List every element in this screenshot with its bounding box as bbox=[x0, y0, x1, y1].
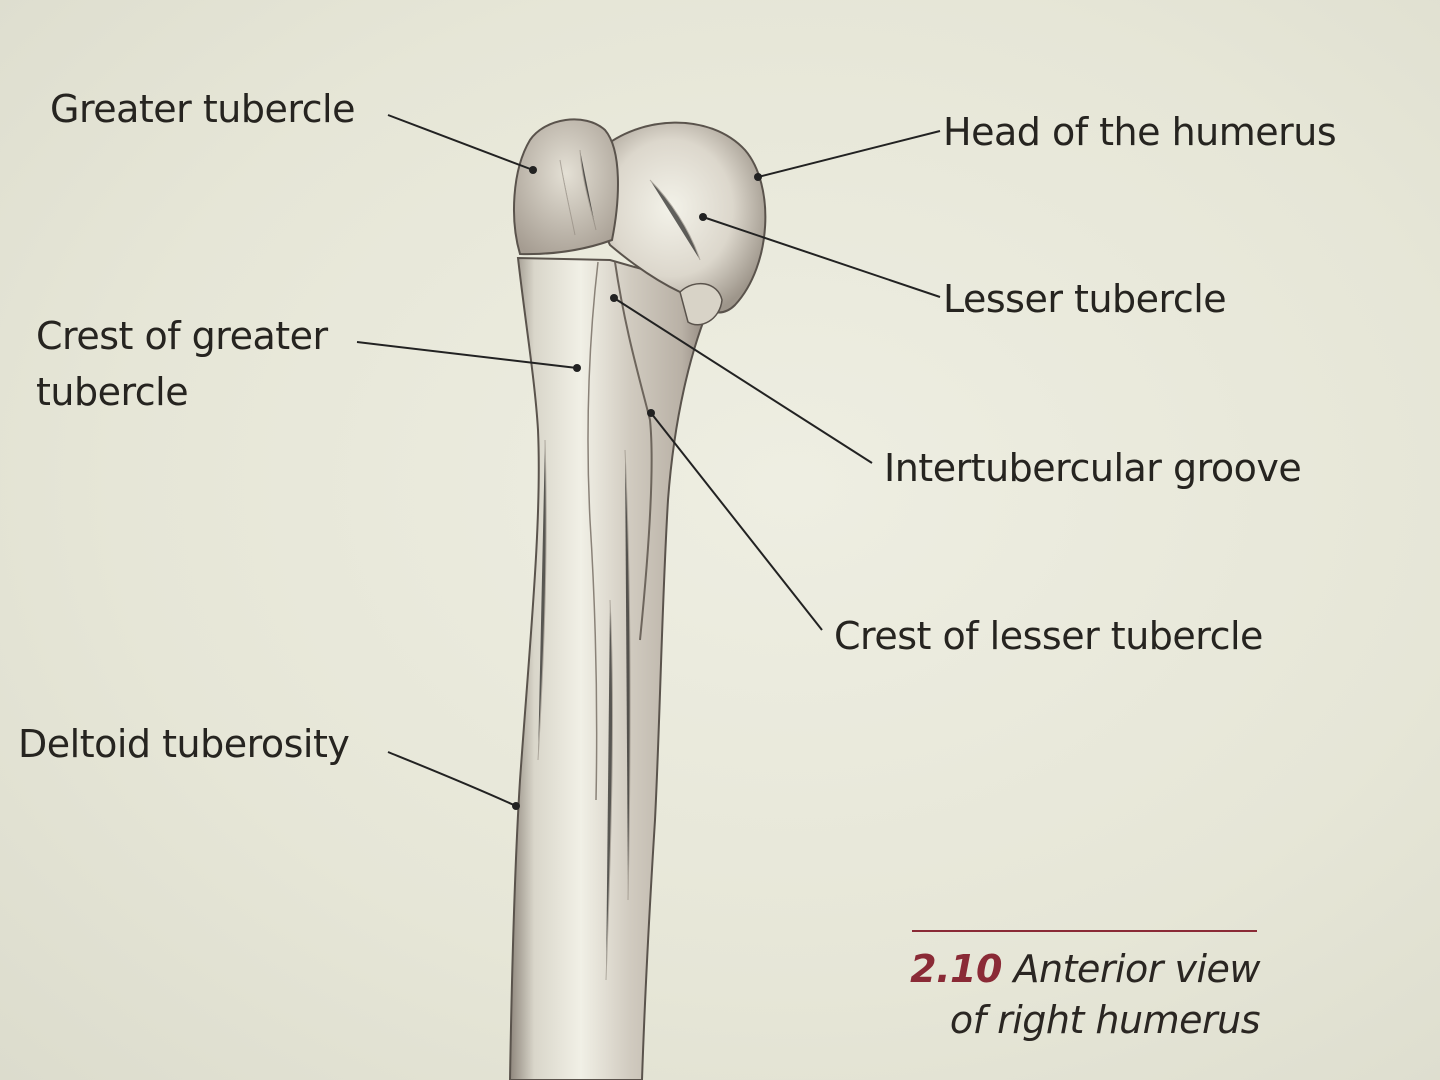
leader-crest-greater bbox=[356, 341, 578, 369]
leader-greater-tubercle bbox=[387, 114, 534, 171]
label-crest-lesser: Crest of lesser tubercle bbox=[834, 614, 1263, 658]
groove-line bbox=[614, 261, 653, 641]
crest-line bbox=[587, 261, 599, 801]
label-deltoid-tuberosity: Deltoid tuberosity bbox=[18, 722, 350, 766]
leader-crest-lesser bbox=[650, 412, 823, 631]
caption-rule bbox=[912, 930, 1257, 932]
label-intertubercular-groove: Intertubercular groove bbox=[884, 446, 1302, 490]
caption-title-line2: of right humerus bbox=[949, 998, 1261, 1043]
greater-tubercle-shape bbox=[513, 118, 619, 256]
lesser-tubercle-shape bbox=[679, 282, 723, 326]
label-lesser-tubercle: Lesser tubercle bbox=[943, 277, 1227, 321]
label-crest-greater-line1: Crest of greater bbox=[36, 314, 328, 358]
figure-caption: 2.10 Anterior view of right humerus bbox=[910, 944, 1260, 1047]
leader-deltoid bbox=[387, 751, 517, 807]
caption-line-1: 2.10 Anterior view bbox=[910, 944, 1260, 995]
label-crest-greater-line2: tubercle bbox=[36, 370, 189, 414]
caption-title-line1: Anterior view bbox=[1013, 947, 1261, 991]
leader-intertubercular bbox=[613, 297, 873, 464]
label-head-of-humerus: Head of the humerus bbox=[943, 110, 1337, 154]
figure-number: 2.10 bbox=[910, 947, 1002, 991]
leader-head bbox=[757, 130, 941, 178]
label-greater-tubercle: Greater tubercle bbox=[50, 87, 355, 131]
leader-lesser-tubercle bbox=[702, 216, 941, 298]
